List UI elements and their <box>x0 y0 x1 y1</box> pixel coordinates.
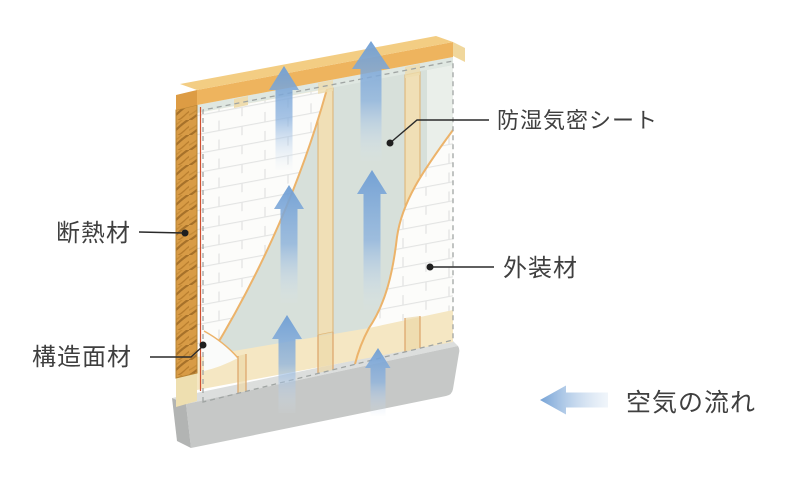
leader-vapor-sheet <box>389 119 489 144</box>
label-dot <box>386 139 394 147</box>
label-insulation: 断熱材 <box>56 220 131 247</box>
leader-lines <box>138 119 494 358</box>
label-dot <box>181 229 189 237</box>
legend-arrow-icon <box>540 385 608 415</box>
airflow-arrow <box>269 66 299 170</box>
label-dot <box>426 263 434 271</box>
leader-structural-panel <box>150 345 204 358</box>
leader-dots <box>181 139 434 349</box>
sill-side-face <box>176 371 197 407</box>
cut-edge-lines <box>211 88 454 365</box>
top-plate <box>176 36 465 110</box>
legend-airflow: 空気の流れ <box>540 385 756 417</box>
insulation-layer <box>175 104 198 379</box>
label-vapor-sheet: 防湿気密シート <box>497 108 658 133</box>
sheet-dashed-outline <box>202 60 454 403</box>
label-dot <box>199 341 207 349</box>
airflow-arrow <box>272 315 302 413</box>
airflow-arrows <box>269 41 391 416</box>
airflow-arrow <box>352 41 390 161</box>
stud-lines-sill <box>237 316 421 393</box>
vapor-sheet-pale-edge <box>427 65 453 172</box>
airflow-arrow <box>274 185 304 303</box>
leader-insulation <box>138 231 185 234</box>
label-exterior: 外装材 <box>503 255 578 282</box>
airflow-arrow <box>357 170 387 310</box>
legend-airflow-label: 空気の流れ <box>626 389 756 417</box>
structural-panel-wedge <box>204 331 238 371</box>
label-structural-panel: 構造面材 <box>32 344 132 371</box>
airflow-arrow <box>365 348 391 416</box>
